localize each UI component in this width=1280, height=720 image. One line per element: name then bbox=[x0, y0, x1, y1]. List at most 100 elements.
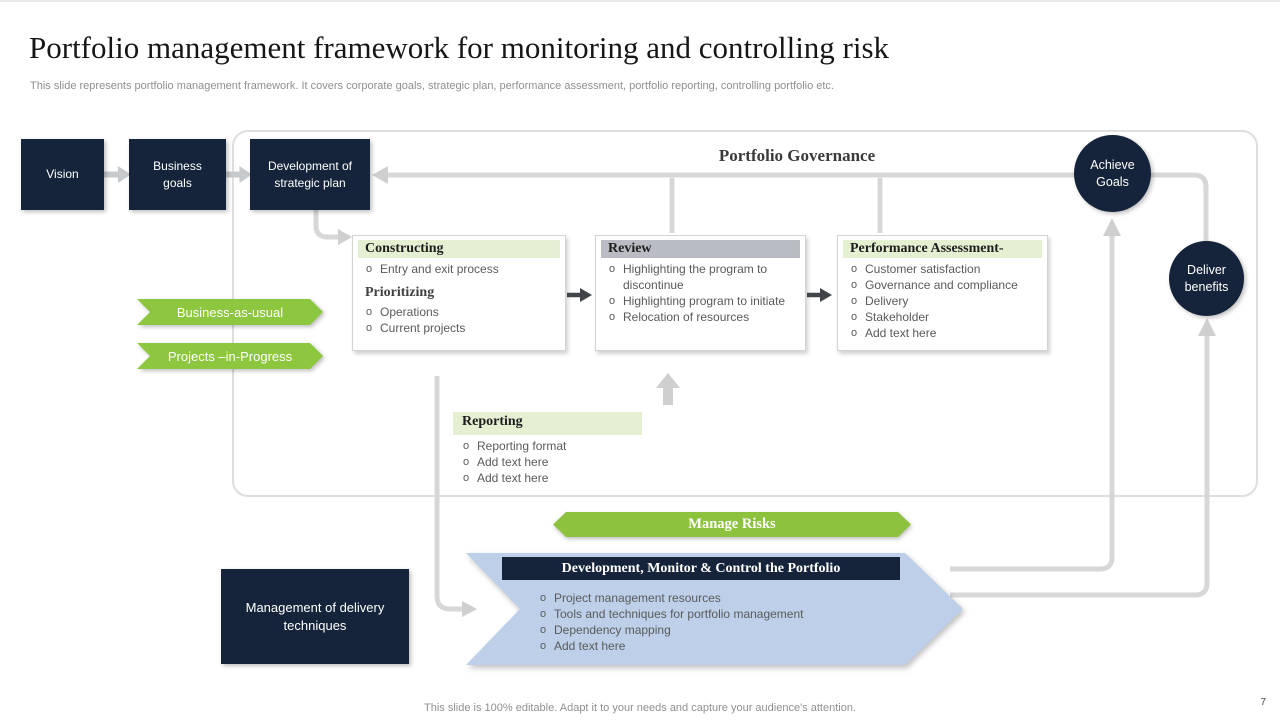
development-monitor-header: Development, Monitor & Control the Portf… bbox=[502, 557, 900, 580]
list-item: o Entry and exit process bbox=[358, 261, 560, 277]
page-number: 7 bbox=[1260, 697, 1266, 708]
list-item-text: Entry and exit process bbox=[380, 262, 499, 276]
line-to-blue-arrow bbox=[434, 376, 462, 612]
list-item: o Highlighting the program to discontinue bbox=[601, 261, 800, 293]
performance-assessment-header: Performance Assessment- bbox=[843, 240, 1042, 258]
feedback-line-top bbox=[386, 172, 1209, 243]
bullet-marker: o bbox=[463, 456, 470, 468]
constructing-header: Constructing bbox=[358, 240, 560, 258]
bullet-marker: o bbox=[540, 592, 547, 604]
bullet-marker: o bbox=[366, 306, 373, 318]
manage-risks-banner: Manage Risks bbox=[553, 512, 911, 537]
arrowhead-left-icon bbox=[372, 166, 388, 184]
management-delivery-box: Management of delivery techniques bbox=[221, 569, 409, 664]
bullet-marker: o bbox=[609, 263, 616, 275]
list-item-text: Add text here bbox=[477, 455, 549, 469]
list-item-text: Operations bbox=[380, 305, 439, 319]
performance-assessment-box: Performance Assessment- o Customer satisf… bbox=[837, 235, 1048, 351]
list-item: o Add text here bbox=[532, 638, 932, 654]
strategic-plan-box: Development of strategic plan bbox=[250, 139, 370, 210]
list-item: o Add text here bbox=[843, 325, 1042, 341]
list-item-text: Add text here bbox=[865, 326, 937, 340]
list-item-text: Add text here bbox=[477, 471, 549, 485]
projects-in-progress-label: Projects –in-Progress bbox=[167, 348, 293, 364]
list-item-text: Tools and techniques for portfolio manag… bbox=[554, 607, 804, 621]
bullet-marker: o bbox=[851, 311, 858, 323]
bullet-marker: o bbox=[851, 295, 858, 307]
list-item: o Relocation of resources bbox=[601, 309, 800, 325]
list-item: o Delivery bbox=[843, 293, 1042, 309]
list-item-text: Project management resources bbox=[554, 591, 721, 605]
list-item: o Add text here bbox=[455, 454, 655, 470]
bullet-marker: o bbox=[463, 472, 470, 484]
constructing-box: Constructing o Entry and exit process Pri… bbox=[352, 235, 566, 351]
achieve-goals-circle: Achieve Goals bbox=[1074, 135, 1151, 212]
reporting-header: Reporting bbox=[453, 412, 642, 435]
up-block-arrow-icon bbox=[656, 373, 680, 388]
list-item-text: Stakeholder bbox=[865, 310, 930, 324]
list-item: o Highlighting program to initiate bbox=[601, 293, 800, 309]
list-item-text: Highlighting program to initiate bbox=[623, 294, 786, 308]
page-subtitle: This slide represents portfolio manageme… bbox=[30, 80, 834, 92]
business-as-usual-banner: Business-as-usual bbox=[137, 299, 323, 325]
list-item: o Reporting format bbox=[455, 438, 655, 454]
up-block-arrow-stem bbox=[663, 385, 673, 405]
list-item-text: Relocation of resources bbox=[623, 310, 750, 324]
bullet-marker: o bbox=[540, 608, 547, 620]
slide-footer: This slide is 100% editable. Adapt it to… bbox=[424, 702, 856, 714]
bullet-marker: o bbox=[851, 263, 858, 275]
review-header: Review bbox=[601, 240, 800, 258]
list-item: o Dependency mapping bbox=[532, 622, 932, 638]
bullet-marker: o bbox=[609, 295, 616, 307]
strategic-plan-label: Development of strategic plan bbox=[267, 159, 353, 190]
bullet-marker: o bbox=[540, 624, 547, 636]
bullet-marker: o bbox=[366, 263, 373, 275]
business-goals-box: Business goals bbox=[129, 139, 226, 210]
list-item-text: Governance and compliance bbox=[865, 278, 1018, 292]
list-item-text: Highlighting the program to discontinue bbox=[623, 262, 768, 292]
list-item: o Current projects bbox=[358, 320, 560, 336]
development-monitor-arrow: Development, Monitor & Control the Portf… bbox=[466, 553, 963, 665]
page-title: Portfolio management framework for monit… bbox=[29, 30, 890, 65]
list-item: o Customer satisfaction bbox=[843, 261, 1042, 277]
business-goals-label: Business goals bbox=[153, 159, 202, 190]
review-box: Review o Highlighting the program to disc… bbox=[595, 235, 806, 351]
list-item-text: Dependency mapping bbox=[554, 623, 671, 637]
arrowhead-up-deliver-icon bbox=[1198, 318, 1216, 336]
list-item: o Operations bbox=[358, 304, 560, 320]
bullet-marker: o bbox=[540, 640, 547, 652]
list-item-text: Customer satisfaction bbox=[865, 262, 981, 276]
deliver-benefits-circle: Deliver benefits bbox=[1169, 241, 1244, 316]
deliver-benefits-label: Deliver benefits bbox=[1184, 263, 1229, 294]
list-item-text: Current projects bbox=[380, 321, 466, 335]
bullet-marker: o bbox=[609, 311, 616, 323]
list-item: o Add text here bbox=[455, 470, 655, 486]
list-item-text: Reporting format bbox=[477, 439, 567, 453]
business-as-usual-label: Business-as-usual bbox=[176, 304, 284, 320]
prioritizing-header: Prioritizing bbox=[365, 285, 435, 300]
vision-box: Vision bbox=[21, 139, 104, 210]
list-item: o Project management resources bbox=[532, 590, 932, 606]
bullet-marker: o bbox=[851, 279, 858, 291]
bullet-marker: o bbox=[851, 327, 858, 339]
arrowhead-right-bluearrow-icon bbox=[462, 601, 477, 617]
list-item-text: Add text here bbox=[554, 639, 626, 653]
list-item-text: Delivery bbox=[865, 294, 909, 308]
vision-label: Vision bbox=[46, 167, 79, 182]
elbow-to-constructing bbox=[313, 208, 338, 240]
achieve-goals-label: Achieve Goals bbox=[1090, 158, 1135, 189]
list-item: o Governance and compliance bbox=[843, 277, 1042, 293]
arrowhead-up-achieve-icon bbox=[1103, 218, 1121, 236]
list-item: o Stakeholder bbox=[843, 309, 1042, 325]
bullet-marker: o bbox=[366, 322, 373, 334]
line-to-deliver-benefits bbox=[950, 336, 1210, 598]
manage-risks-label: Manage Risks bbox=[688, 516, 776, 532]
bullet-marker: o bbox=[463, 440, 470, 452]
arrowhead-right-constructing-icon bbox=[338, 229, 352, 245]
list-item: o Tools and techniques for portfolio mana… bbox=[532, 606, 932, 622]
line-to-achieve-goals bbox=[950, 236, 1115, 572]
